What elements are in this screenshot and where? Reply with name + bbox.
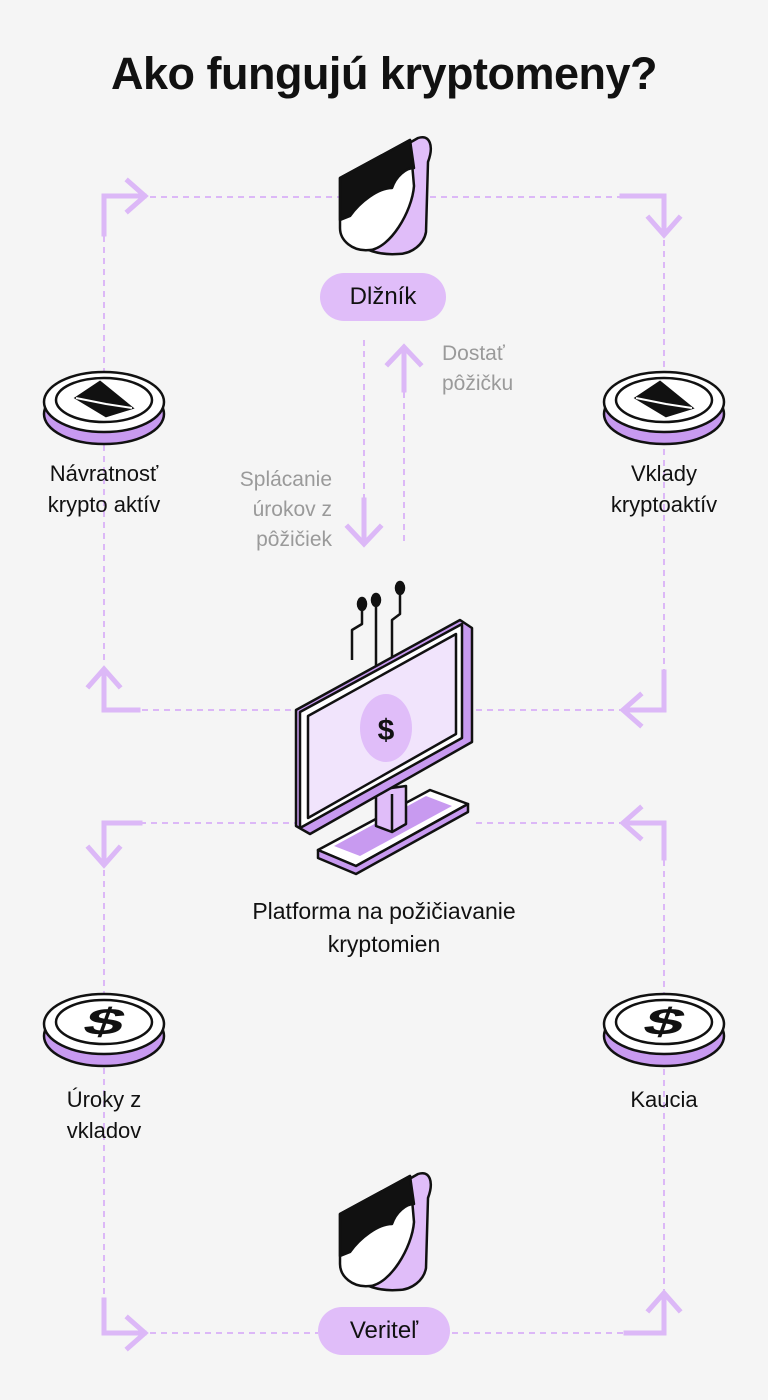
arrow-up-icon bbox=[85, 665, 123, 690]
borrower-node: Dlžník bbox=[320, 273, 446, 321]
monitor-icon: $ bbox=[294, 580, 474, 876]
arrow-down-icon-3 bbox=[344, 523, 384, 548]
arrow-down-icon bbox=[619, 193, 667, 235]
dollar-coin-icon: $ bbox=[42, 992, 166, 1068]
arrow-right-icon-2 bbox=[124, 1314, 149, 1352]
lender-node: Veriteľ bbox=[318, 1307, 450, 1355]
arrow-right-icon bbox=[101, 193, 147, 237]
platform-label: Platforma na požičiavanie kryptomien bbox=[252, 898, 516, 957]
arrow-head bbox=[124, 177, 149, 215]
interest-deposits-label: Úroky z vkladov bbox=[66, 1087, 142, 1143]
get-loan-label: Dostať pôžičku bbox=[442, 342, 514, 395]
avatar-icon bbox=[338, 135, 432, 256]
return-assets-label: Návratnosť krypto aktív bbox=[47, 461, 161, 517]
avatar-icon-lender bbox=[338, 1171, 432, 1292]
ethereum-coin-icon-right bbox=[602, 370, 726, 446]
repay-interest-label: Splácanie úrokov z pôžičiek bbox=[239, 468, 332, 551]
dollar-coin-icon-right: $ bbox=[602, 992, 726, 1068]
arrow-left-icon-2 bbox=[619, 804, 644, 842]
arrow-down-icon-2 bbox=[85, 844, 123, 869]
arrows bbox=[85, 177, 683, 1352]
collateral-label: Kaucia bbox=[630, 1087, 698, 1112]
svg-text:$: $ bbox=[378, 714, 395, 747]
arrow-up-icon-2 bbox=[645, 1289, 683, 1314]
connector-lines bbox=[103, 196, 665, 1334]
ethereum-coin-icon bbox=[42, 370, 166, 446]
arrow-up-icon-3 bbox=[384, 343, 424, 368]
deposits-label: Vklady kryptoaktív bbox=[610, 461, 718, 517]
page-title: Ako fungujú kryptomeny? bbox=[110, 48, 658, 99]
arrow-left-icon bbox=[619, 691, 644, 729]
